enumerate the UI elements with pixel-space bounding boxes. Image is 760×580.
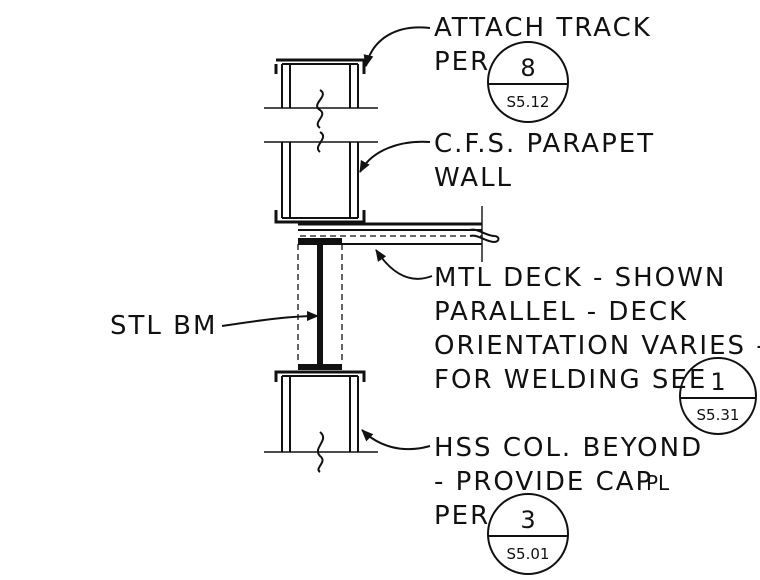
column-note-line1: HSS COL. BEYOND <box>434 433 703 463</box>
bottom-track <box>274 210 366 224</box>
column-note-line3: PER <box>434 501 490 531</box>
plate-symbol-text: PL <box>646 471 670 495</box>
parapet-wall <box>264 58 378 224</box>
attach-track-note-line2: PER <box>434 47 490 77</box>
plate-symbol: PL <box>646 471 670 495</box>
parapet-note-line2: WALL <box>434 163 513 193</box>
parapet-note-line1: C.F.S. PARAPET <box>434 129 655 159</box>
hss-column <box>264 370 378 473</box>
tag-number: 8 <box>520 54 535 82</box>
column-note-line2: - PROVIDE CAP <box>434 467 653 497</box>
beam-label: STL BM <box>110 311 217 341</box>
steel-beam <box>297 238 343 370</box>
tag-sheet: S5.12 <box>507 93 550 111</box>
deck-note-line2: PARALLEL - DECK <box>434 297 688 327</box>
detail-tag-deck-welding[interactable]: 1 S5.31 <box>679 357 757 435</box>
metal-deck <box>298 206 500 262</box>
deck-note-line1: MTL DECK - SHOWN <box>434 263 726 293</box>
leader-lines <box>221 26 433 451</box>
deck-note-line4: FOR WELDING SEE <box>434 365 707 395</box>
tag-sheet: S5.31 <box>697 406 740 424</box>
tag-sheet: S5.01 <box>507 545 550 563</box>
tag-number: 1 <box>710 368 725 396</box>
detail-tag-cap-plate[interactable]: 3 S5.01 <box>487 493 569 575</box>
detail-tag-attach-track[interactable]: 8 S5.12 <box>487 41 569 123</box>
parapet-break-lines <box>264 89 378 153</box>
deck-note-line3: ORIENTATION VARIES - <box>434 331 760 361</box>
tag-number: 3 <box>520 506 535 534</box>
attach-track-note-line1: ATTACH TRACK <box>434 13 652 43</box>
